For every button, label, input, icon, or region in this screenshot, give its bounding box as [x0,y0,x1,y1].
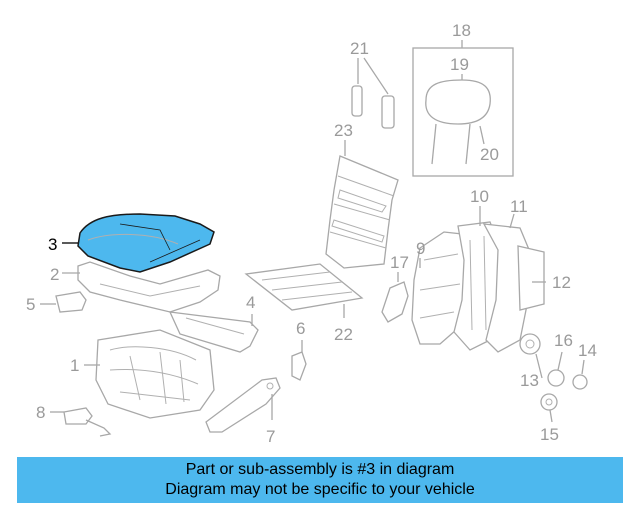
caption-line-1: Part or sub-assembly is #3 in diagram [185,461,455,478]
part-17-trim[interactable] [381,281,409,323]
part-14-cap[interactable] [572,374,588,390]
callout-22: 22 [334,325,353,344]
callout-5: 5 [26,295,35,314]
callout-3: 3 [48,235,57,254]
part-7-side-shield[interactable] [205,377,281,433]
part-5-bracket[interactable] [55,291,87,313]
callout-labels: 3 2 5 1 8 4 6 7 22 23 21 18 19 20 9 10 1… [26,21,597,446]
part-19-headrest[interactable] [425,79,491,165]
callout-8: 8 [36,403,45,422]
callout-4: 4 [246,293,255,312]
callout-10: 10 [470,187,489,206]
callout-17: 17 [390,253,409,272]
callout-16: 16 [554,331,573,350]
callout-15: 15 [540,425,559,444]
callout-12: 12 [552,273,571,292]
part-4-rail-cover[interactable] [168,311,259,353]
callout-20: 20 [480,145,499,164]
seat-parts-diagram: 3 2 5 1 8 4 6 7 22 23 21 18 19 20 9 10 1… [26,21,597,446]
caption-bar: Part or sub-assembly is #3 in diagram Di… [17,457,623,503]
callout-14: 14 [578,341,597,360]
callout-9: 9 [416,239,425,258]
part-12-back-panel[interactable] [517,245,545,311]
callout-2: 2 [50,265,59,284]
callout-21: 21 [350,39,369,58]
part-9-seat-back-frame[interactable] [411,231,469,345]
part-15-washer[interactable] [540,393,558,411]
part-6-clip[interactable] [291,351,307,381]
part-1-seat-frame[interactable] [95,329,215,419]
callout-13: 13 [520,371,539,390]
callout-7: 7 [266,427,275,446]
leader-lines [40,40,585,423]
caption-line-2: Diagram may not be specific to your vehi… [165,481,475,498]
part-18-headrest-assembly-box[interactable] [412,47,514,177]
part-3-seat-cushion-pad[interactable] [77,213,215,273]
callout-6: 6 [296,319,305,338]
callout-23: 23 [334,121,353,140]
callout-1: 1 [70,356,79,375]
callout-18: 18 [452,21,471,40]
part-13-knob[interactable] [519,333,541,355]
part-21-headrest-guides[interactable] [351,85,395,129]
part-22-back-board[interactable] [244,263,364,311]
callout-11: 11 [510,197,528,216]
part-16-cover[interactable] [547,369,565,387]
part-2-cushion-cover[interactable] [77,261,221,313]
part-8-switch[interactable] [63,407,112,437]
callout-19: 19 [450,55,469,74]
part-23-seat-back-pad[interactable] [325,155,399,269]
